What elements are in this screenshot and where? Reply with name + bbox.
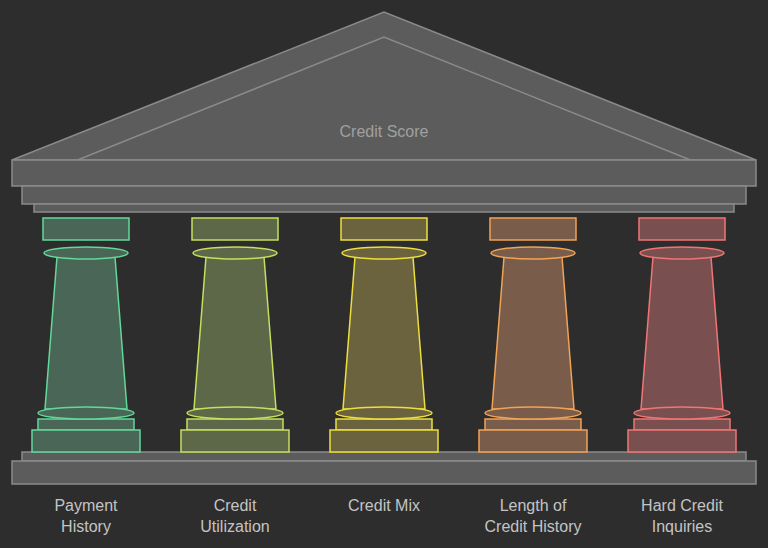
pillar-shape [314,217,454,457]
pillar-foot [634,419,730,430]
pillar-plinth [32,430,140,452]
pillar-plinth [628,430,736,452]
pillar-capital [490,218,576,240]
pillar-label: Length of Credit History [479,495,587,537]
pillar-label: Credit Mix [330,495,438,516]
pillar: Hard Credit Inquiries [612,217,752,543]
base-platform [12,461,756,484]
roof-shape [0,0,768,215]
pillar-ring [336,407,432,419]
pillar-label: Hard Credit Inquiries [628,495,736,537]
pillar-shaft [194,257,276,409]
pillar-ring [640,247,724,259]
pillar-foot [485,419,581,430]
roof-pediment: Credit Score [0,0,768,215]
pillar-ring [38,407,134,419]
roof-inner-line [70,37,698,163]
pillar-capital [341,218,427,240]
pillar: Credit Mix [314,217,454,537]
pillar-ring [187,407,283,419]
pillar-foot [38,419,134,430]
pillar-shaft [492,257,574,409]
roof-step [34,204,734,212]
pillar-ring [44,247,128,259]
base-step [22,452,746,461]
roof-title: Credit Score [340,123,429,141]
pillar-ring [491,247,575,259]
pillar-plinth [330,430,438,452]
roof-band [12,160,756,186]
pillar-ring [485,407,581,419]
pillar-shape [612,217,752,457]
pillar-capital [43,218,129,240]
pillar-ring [342,247,426,259]
pillar: Length of Credit History [463,217,603,543]
pillar-foot [336,419,432,430]
pillar-shaft [641,257,723,409]
pillar-label: Payment History [32,495,140,537]
pillar: Credit Utilization [165,217,305,543]
pillar-label: Credit Utilization [181,495,289,537]
pillar-plinth [181,430,289,452]
pillar-foot [187,419,283,430]
pillar-capital [639,218,725,240]
pillar-plinth [479,430,587,452]
roof-lip [22,186,746,204]
pillar-shaft [45,257,127,409]
pillar-shape [16,217,156,457]
pillar: Payment History [16,217,156,543]
pillar-shape [463,217,603,457]
pillar-shaft [343,257,425,409]
pillar-shape [165,217,305,457]
pillar-ring [634,407,730,419]
pillar-ring [193,247,277,259]
roof-triangle [12,12,756,160]
pillar-capital [192,218,278,240]
